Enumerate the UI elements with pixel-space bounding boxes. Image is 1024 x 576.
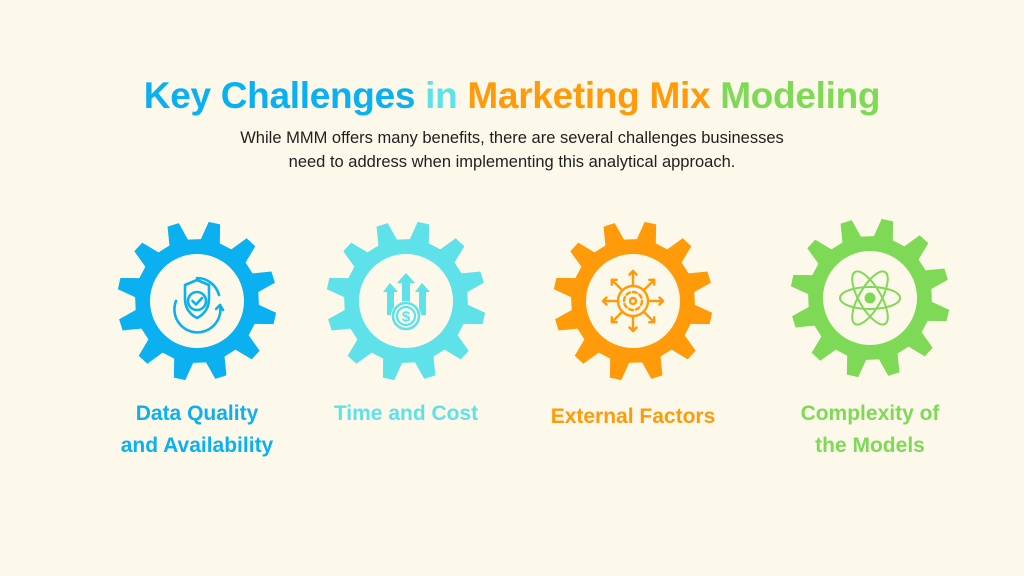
- svg-text:$: $: [402, 309, 411, 326]
- gear-shape-icon: [553, 221, 713, 381]
- challenge-label: External Factors: [533, 401, 733, 433]
- atom-icon: [839, 270, 901, 326]
- page-subtitle: While MMM offers many benefits, there ar…: [0, 126, 1024, 174]
- page-title: Key Challenges in Marketing Mix Modeling: [0, 74, 1024, 118]
- challenge-label-line-2: the Models: [815, 434, 925, 457]
- title-part-in: in: [425, 75, 458, 116]
- radiating-arrows-icon: [601, 269, 665, 333]
- subtitle-line-1: While MMM offers many benefits, there ar…: [240, 129, 784, 147]
- title-part-marketing-mix: Marketing Mix: [467, 75, 711, 116]
- challenge-label-line-1: Complexity of: [800, 402, 940, 425]
- gear-icon: [789, 217, 951, 379]
- challenge-label-line-1: External Factors: [550, 405, 716, 428]
- title-part-modeling: Modeling: [720, 75, 881, 116]
- gear-icon: [116, 220, 278, 382]
- challenge-label-line-1: Data Quality: [135, 402, 259, 425]
- dollar-growth-arrows-icon: $: [383, 273, 430, 331]
- challenge-label-line-2: and Availability: [120, 434, 274, 457]
- challenge-label: Complexity of the Models: [770, 398, 970, 462]
- subtitle-line-2: need to address when implementing this a…: [288, 153, 736, 171]
- shield-check-refresh-icon: [173, 276, 225, 334]
- gear-icon: $: [325, 220, 487, 382]
- title-part-key-challenges: Key Challenges: [143, 75, 416, 116]
- challenge-label-line-1: Time and Cost: [333, 402, 479, 425]
- gear-icon: [552, 220, 714, 382]
- gear-shape-icon: [117, 221, 277, 381]
- challenge-label: Time and Cost: [306, 398, 506, 430]
- challenge-label: Data Quality and Availability: [97, 398, 297, 462]
